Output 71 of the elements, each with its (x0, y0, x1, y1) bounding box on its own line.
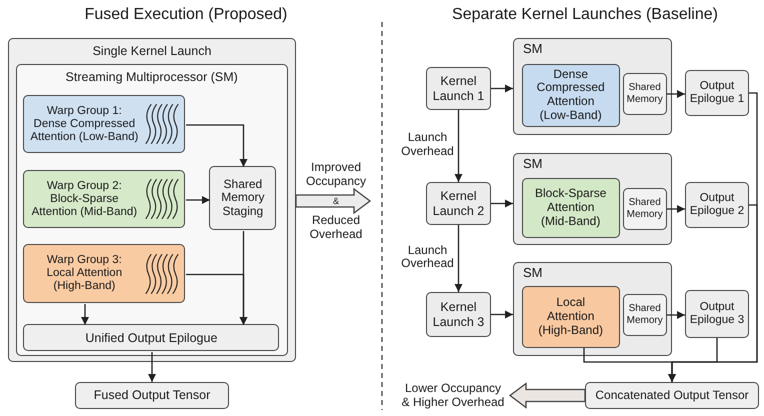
arrow (667, 311, 685, 319)
panel-label: SM (523, 157, 542, 172)
annotation-text: Improved Occupancy (304, 161, 368, 189)
panel-title: Fused Execution (Proposed) (84, 6, 288, 24)
epilogue-box (23, 324, 280, 352)
launch-box (426, 292, 491, 337)
group-description: Dense Compressed Attention (Low-Band) (29, 118, 140, 144)
sm-panel (513, 38, 672, 135)
arrow (491, 200, 513, 208)
group-heading: Warp Group 1: (46, 104, 122, 118)
arrow (186, 124, 248, 167)
node-label: Kernel Launch 1 (432, 74, 486, 103)
arrow (81, 304, 89, 325)
memory-box (209, 166, 276, 230)
launch-box (426, 67, 491, 110)
block-arrow (508, 382, 586, 409)
output-box (585, 382, 759, 409)
sm-panel (513, 153, 672, 245)
launch-box (426, 182, 491, 225)
arrow (454, 110, 462, 182)
warp-group-box (23, 170, 186, 228)
node-label: Concatenated Output Tensor (595, 388, 749, 402)
group-heading: Warp Group 3: (46, 254, 122, 268)
node-label: Shared Memory (626, 197, 664, 220)
memory-box (622, 188, 667, 230)
panel-heading: Streaming Multiprocessor (SM) (66, 70, 238, 84)
node-label: Output Epilogue 1 (688, 80, 746, 106)
arrow (491, 310, 513, 318)
arrow (186, 274, 248, 325)
warp-group-box (23, 244, 186, 304)
group-description: Local Attention (High-Band) (46, 267, 124, 294)
panel-label: SM (523, 42, 542, 57)
node-label: Unified Output Epilogue (85, 330, 218, 346)
node-label: Output Epilogue 2 (688, 192, 746, 218)
node-label: Kernel Launch 3 (432, 300, 486, 329)
arrow (148, 352, 156, 382)
arrow (583, 348, 676, 382)
panel-label: SM (523, 266, 542, 281)
node-label: Dense Compressed Attention (Low-Band) (536, 68, 606, 123)
attention-box (522, 178, 620, 238)
arrow (454, 225, 462, 292)
node-label: Shared Memory (626, 82, 664, 106)
attention-box (522, 64, 620, 127)
node-label: Block-Sparse Attention (Mid-Band) (534, 186, 608, 228)
epilogue-box (685, 290, 749, 338)
annotation-text: Lower Occupancy & Higher Overhead (396, 382, 510, 412)
panel-title: Separate Kernel Launches (Baseline) (452, 6, 718, 24)
warp-group-box (23, 95, 186, 154)
epilogue-box (685, 70, 749, 116)
block-arrow (295, 188, 372, 214)
arrow (667, 90, 685, 98)
arrow (491, 84, 513, 92)
node-label: Output Epilogue 3 (688, 300, 746, 328)
output-box (75, 382, 229, 409)
node-label: Shared Memory (626, 303, 664, 326)
arrow (186, 196, 210, 204)
memory-box (622, 72, 667, 115)
group-description: Block-Sparse Attention (Mid-Band) (30, 192, 138, 220)
node-label: Kernel Launch 2 (432, 189, 486, 218)
attention-box (522, 286, 620, 348)
arrow-label: & (333, 196, 339, 206)
memory-box (622, 294, 667, 336)
node-label: Shared Memory Staging (220, 178, 266, 220)
epilogue-box (685, 182, 749, 228)
sm-panel (513, 262, 672, 356)
group-heading: Warp Group 2: (46, 180, 122, 193)
panel-heading: Single Kernel Launch (92, 44, 212, 58)
annotation-text: Reduced Overhead (308, 214, 364, 242)
arrow (667, 205, 685, 213)
node-label: Fused Output Tensor (94, 388, 210, 403)
node-label: Local Attention (High-Band) (537, 296, 604, 338)
